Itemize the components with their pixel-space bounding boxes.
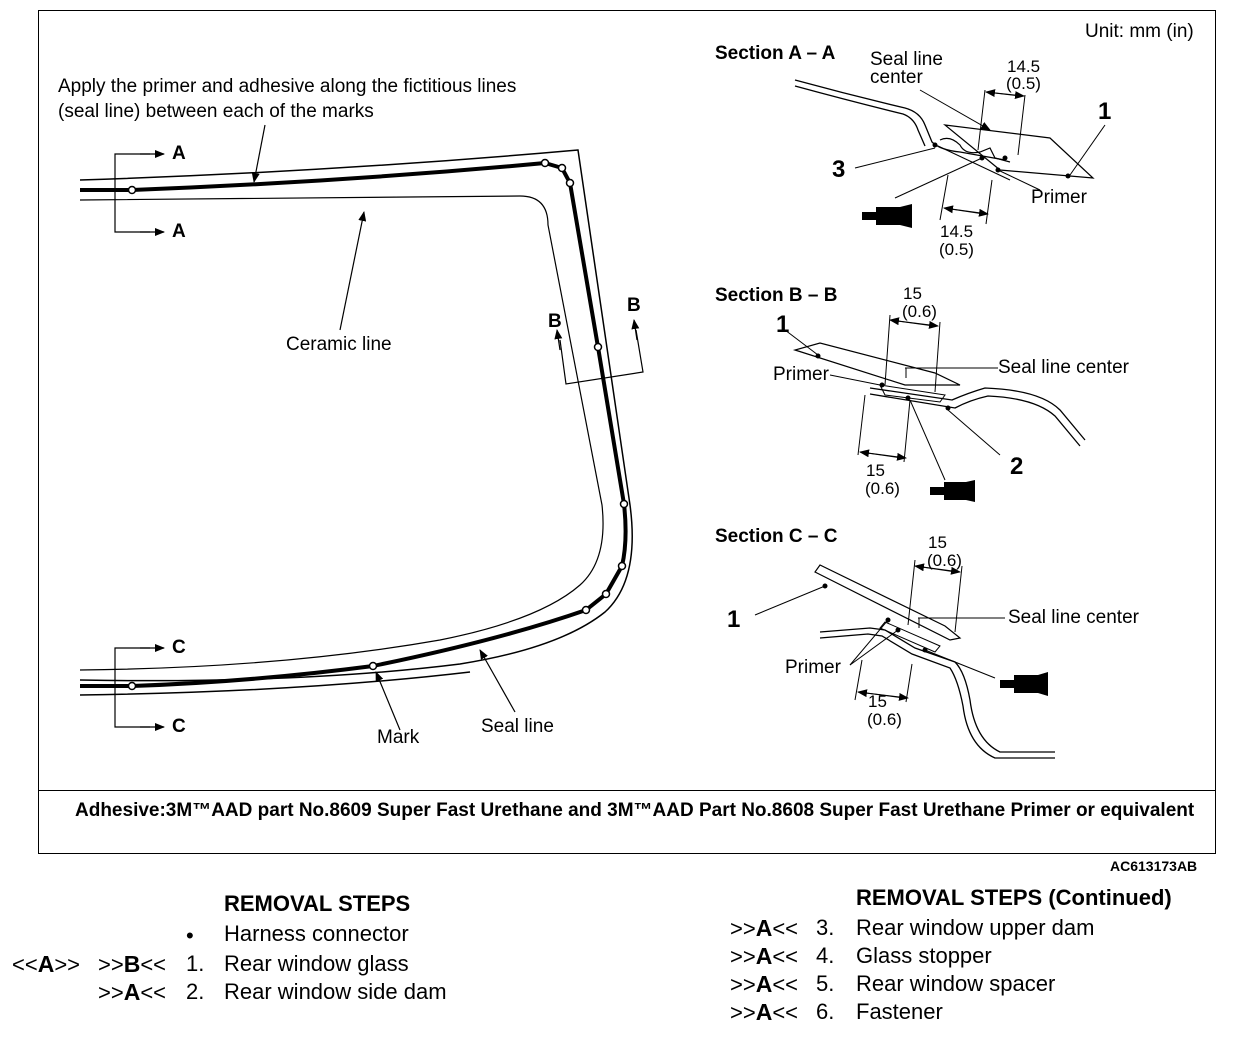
section-a-drawing <box>794 79 1106 225</box>
section-c-dim-bottom-in: (0.6) <box>867 710 902 729</box>
window-outline <box>79 149 633 696</box>
section-c-drawing <box>754 559 1055 759</box>
section-b-dim-top-in: (0.6) <box>902 302 937 321</box>
mark-dot <box>617 561 627 571</box>
step-4-tag: >>A<< <box>730 943 799 969</box>
step-2-tag-a: >>A<< <box>98 979 167 1005</box>
section-a-dim-bottom: 14.5 <box>940 222 974 241</box>
section-a-dim-top: 14.5 <box>1007 57 1041 76</box>
step-6-label: Fastener <box>856 999 943 1024</box>
main-leaders <box>251 124 516 731</box>
section-b-dim-bottom: 15 <box>866 461 885 480</box>
glass-outer-edge <box>79 149 633 682</box>
step-1-tag-b: >>B<< <box>98 951 167 977</box>
step-1-tag-a: <<A>> <box>12 951 81 977</box>
cut-label-c-bottom: C <box>172 716 186 737</box>
cut-label-c-top: C <box>172 637 186 658</box>
section-c-dots <box>822 583 928 653</box>
instruction-line-2: (seal line) between each of the marks <box>58 101 374 122</box>
seal-line-label: Seal line <box>481 716 554 737</box>
section-b-dim-bottom-in: (0.6) <box>865 479 900 498</box>
ceramic-line-label: Ceramic line <box>286 334 392 355</box>
step-0-num: • <box>186 923 194 948</box>
mark-dot <box>540 158 550 168</box>
mark-dot <box>619 499 629 509</box>
step-6-tag: >>A<< <box>730 999 799 1025</box>
section-b-num-1: 1 <box>776 311 790 338</box>
section-cut-b <box>554 319 644 385</box>
step-3-label: Rear window upper dam <box>856 915 1095 940</box>
figure-frame <box>38 10 1216 854</box>
mark-dot <box>368 661 378 671</box>
section-cut-a <box>114 150 165 236</box>
step-1-label: Rear window glass <box>224 951 409 976</box>
step-4-label: Glass stopper <box>856 943 992 968</box>
mark-label: Mark <box>377 727 420 748</box>
unit-label: Unit: mm (in) <box>1085 21 1194 42</box>
section-a-title: Section A – A <box>715 43 836 64</box>
step-5-tag: >>A<< <box>730 971 799 997</box>
section-c-seal-line-center: Seal line center <box>1008 607 1139 628</box>
ceramic-line <box>79 195 604 671</box>
section-a-dots <box>932 142 1071 179</box>
section-c-num-1: 1 <box>727 606 741 633</box>
mark-dot <box>593 342 603 352</box>
step-2-label: Rear window side dam <box>224 979 447 1004</box>
cut-label-a-bottom: A <box>172 221 186 242</box>
cut-label-b-left: B <box>548 311 562 332</box>
adhesive-gun-c-icon <box>1000 672 1048 696</box>
step-3-tag: >>A<< <box>730 915 799 941</box>
cut-label-a-top: A <box>172 143 186 164</box>
section-a-primer: Primer <box>1031 187 1087 208</box>
mark-dot <box>581 605 591 615</box>
step-6-num: 6. <box>816 999 835 1024</box>
section-c-dim-bottom: 15 <box>868 692 887 711</box>
mark-dot <box>127 681 137 691</box>
step-4-num: 4. <box>816 943 835 968</box>
section-b-title: Section B – B <box>715 285 838 306</box>
section-a-num-3: 3 <box>832 156 846 183</box>
step-1-num: 1. <box>186 951 205 976</box>
step-2-num: 2. <box>186 979 205 1004</box>
cut-label-b-right: B <box>627 295 641 316</box>
section-a-seal-line-1: Seal line <box>870 49 943 70</box>
section-b-num-2: 2 <box>1010 453 1024 480</box>
step-5-num: 5. <box>816 971 835 996</box>
section-a-dim-top-in: (0.5) <box>1006 74 1041 93</box>
removal-steps-title: REMOVAL STEPS <box>224 891 411 916</box>
step-3-num: 3. <box>816 915 835 940</box>
adhesive-gun-a-icon <box>862 204 912 228</box>
section-b-primer: Primer <box>773 364 829 385</box>
mark-dot <box>127 185 137 195</box>
figure-divider <box>38 790 1216 791</box>
mark-dot <box>601 589 611 599</box>
section-a-num-1: 1 <box>1098 98 1112 125</box>
section-c-primer: Primer <box>785 657 841 678</box>
section-cut-c <box>114 644 165 731</box>
section-b-drawing <box>784 314 1086 481</box>
section-b-seal-line-center: Seal line center <box>998 357 1129 378</box>
section-c-title: Section C – C <box>715 526 838 547</box>
removal-steps-cont-title: REMOVAL STEPS (Continued) <box>856 885 1172 910</box>
adhesive-note: Adhesive:3M™AAD part No.8609 Super Fast … <box>75 800 1195 821</box>
section-a-seal-line-2: center <box>870 67 923 88</box>
figure-code: AC613173AB <box>1110 858 1198 874</box>
section-c-dim-top: 15 <box>928 533 947 552</box>
section-a-dim-bottom-in: (0.5) <box>939 240 974 259</box>
section-b-dots <box>815 353 951 411</box>
mark-dot <box>565 178 575 188</box>
glass-inner-bottom <box>79 671 471 696</box>
section-b-dim-top: 15 <box>903 284 922 303</box>
step-0-label: Harness connector <box>224 921 409 946</box>
step-5-label: Rear window spacer <box>856 971 1056 996</box>
seal-marks <box>127 158 629 691</box>
instruction-line-1: Apply the primer and adhesive along the … <box>58 76 517 97</box>
mark-dot <box>557 163 567 173</box>
section-c-dim-top-in: (0.6) <box>927 551 962 570</box>
adhesive-gun-b-icon <box>930 480 975 502</box>
